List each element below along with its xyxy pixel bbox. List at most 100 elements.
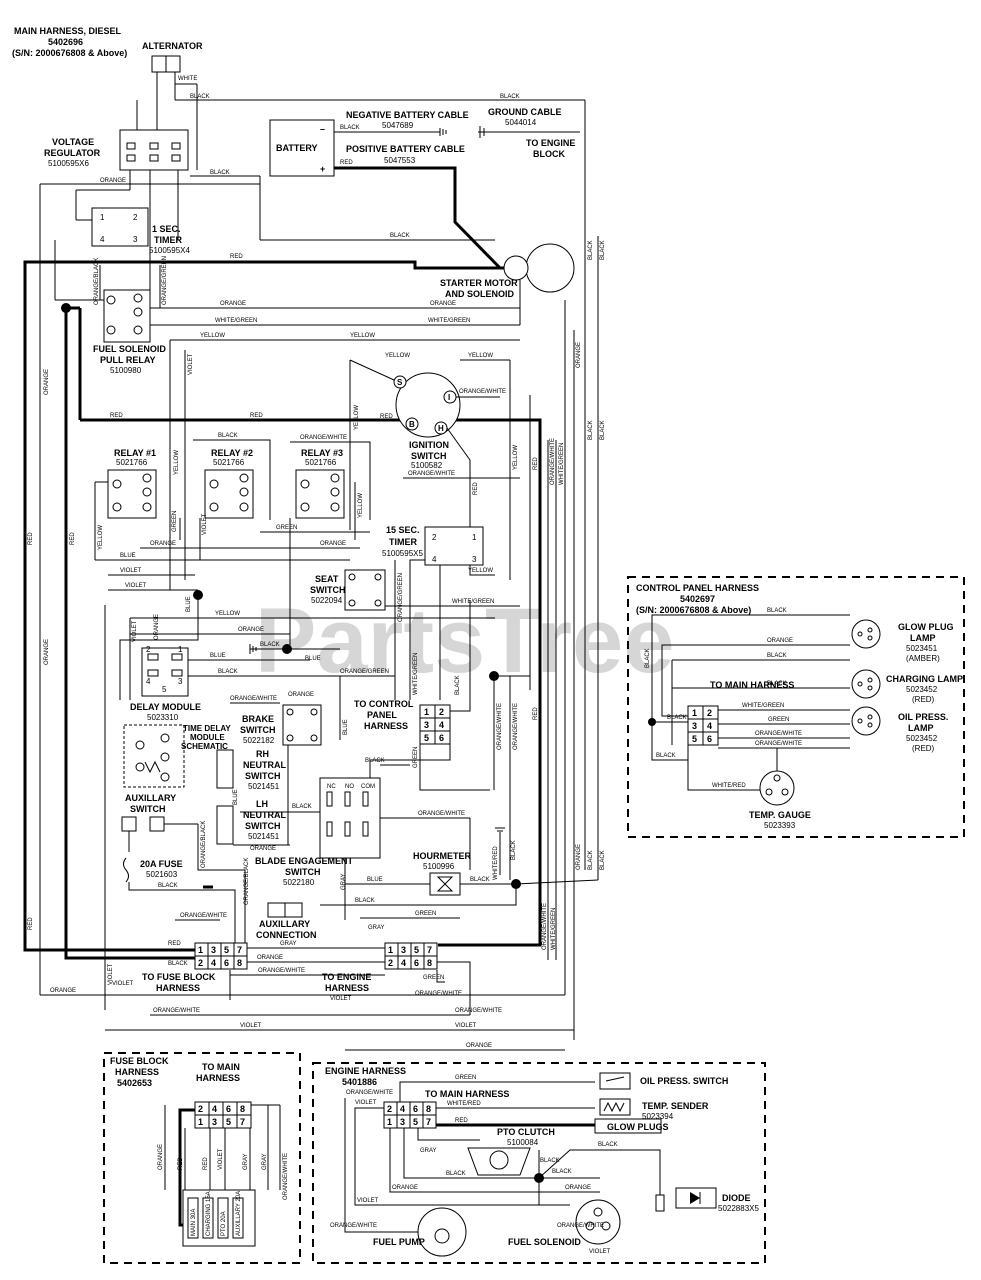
svg-text:2: 2 (146, 645, 151, 654)
svg-text:GREEN: GREEN (172, 511, 178, 532)
svg-text:5: 5 (424, 733, 429, 743)
svg-text:(RED): (RED) (912, 744, 935, 753)
svg-text:FUEL SOLENOID: FUEL SOLENOID (93, 344, 166, 354)
svg-text:ORANGE: ORANGE (288, 692, 314, 698)
svg-text:TO ENGINE: TO ENGINE (526, 138, 575, 148)
battery-label: BATTERY (276, 143, 318, 153)
svg-text:5022182: 5022182 (243, 736, 275, 745)
svg-text:ORANGE/WHITE: ORANGE/WHITE (557, 1223, 604, 1229)
svg-text:3: 3 (692, 721, 697, 731)
svg-text:ORANGE: ORANGE (150, 541, 176, 547)
fuse-block-harness-connector: 2 4 6 8 1 3 5 7 (194, 1101, 252, 1129)
svg-text:ORANGE: ORANGE (576, 342, 582, 368)
svg-text:GRAY: GRAY (280, 941, 297, 947)
svg-text:BLACK: BLACK (500, 94, 520, 100)
svg-text:(AMBER): (AMBER) (906, 654, 940, 663)
charging-lamp (851, 669, 881, 699)
diagram-serial: (S/N: 2000676808 & Above) (12, 48, 127, 58)
svg-text:YELLOW: YELLOW (358, 493, 364, 518)
svg-text:TIME DELAY: TIME DELAY (183, 724, 231, 733)
svg-text:SWITCH: SWITCH (411, 451, 447, 461)
svg-text:5023452: 5023452 (906, 685, 938, 694)
svg-text:BLACK: BLACK (600, 420, 606, 440)
svg-text:RED: RED (203, 1157, 209, 1170)
svg-text:ORANGE: ORANGE (100, 178, 126, 184)
svg-text:AUXILLARY: AUXILLARY (125, 793, 176, 803)
svg-text:LAMP: LAMP (910, 633, 936, 643)
svg-text:BRAKE: BRAKE (242, 714, 274, 724)
timer-1sec (91, 207, 149, 247)
svg-text:HOURMETER: HOURMETER (413, 851, 471, 861)
svg-text:5100084: 5100084 (507, 1138, 539, 1147)
svg-text:ORANGE: ORANGE (576, 844, 582, 870)
svg-text:(S/N: 2000676808 & Above): (S/N: 2000676808 & Above) (636, 605, 751, 615)
svg-text:7: 7 (427, 945, 432, 955)
svg-text:LH: LH (256, 799, 268, 809)
svg-text:BLACK: BLACK (667, 715, 687, 721)
svg-text:DELAY MODULE: DELAY MODULE (130, 702, 201, 712)
svg-text:VIOLET: VIOLET (218, 1148, 224, 1170)
svg-text:YELLOW: YELLOW (200, 333, 225, 339)
aux-switch-right (149, 816, 165, 832)
svg-text:5: 5 (414, 945, 419, 955)
fuel-solenoid (575, 1199, 621, 1245)
svg-text:5021766: 5021766 (305, 458, 337, 467)
oil-press-lamp (851, 706, 881, 736)
diagram-title: MAIN HARNESS, DIESEL (14, 26, 122, 36)
battery (269, 119, 335, 177)
svg-text:GLOW PLUG: GLOW PLUG (898, 622, 954, 632)
svg-text:2: 2 (133, 213, 138, 222)
svg-text:8: 8 (426, 1104, 431, 1114)
svg-text:FUEL SOLENOID: FUEL SOLENOID (508, 1237, 581, 1247)
svg-text:GRAY: GRAY (341, 873, 347, 890)
svg-text:ORANGE/WHITE: ORANGE/WHITE (459, 389, 506, 395)
svg-text:TEMP. GAUGE: TEMP. GAUGE (749, 810, 811, 820)
oil-press-switch (599, 1072, 631, 1090)
svg-text:ORANGE/GREEN: ORANGE/GREEN (162, 256, 168, 305)
svg-text:GRAY: GRAY (420, 1148, 437, 1154)
engine-harness-panel (312, 1062, 766, 1264)
svg-text:YELLOW: YELLOW (174, 450, 180, 475)
fuse-block-harness-panel (103, 1052, 301, 1264)
svg-text:VIOLET: VIOLET (330, 996, 352, 1002)
svg-text:5: 5 (413, 1117, 418, 1127)
svg-text:PTO CLUTCH: PTO CLUTCH (497, 1127, 555, 1137)
svg-text:YELLOW: YELLOW (354, 405, 360, 430)
svg-text:2: 2 (432, 533, 437, 542)
svg-text:5100996: 5100996 (423, 862, 455, 871)
svg-text:TO ENGINE: TO ENGINE (322, 972, 371, 982)
svg-text:5022180: 5022180 (283, 878, 315, 887)
svg-text:1: 1 (387, 1117, 392, 1127)
svg-text:FUEL PUMP: FUEL PUMP (373, 1237, 425, 1247)
svg-text:NC: NC (327, 784, 336, 790)
svg-text:RED: RED (70, 532, 76, 545)
svg-text:VIOLET: VIOLET (455, 1023, 477, 1029)
svg-text:RH: RH (256, 749, 269, 759)
svg-text:5: 5 (226, 1117, 231, 1127)
svg-text:ORANGE/WHITE: ORANGE/WHITE (542, 903, 548, 950)
svg-text:ORANGE: ORANGE (220, 301, 246, 307)
svg-text:BLACK: BLACK (540, 1158, 560, 1164)
time-delay-schematic (123, 724, 185, 788)
svg-text:GLOW PLUGS: GLOW PLUGS (607, 1122, 669, 1132)
svg-text:VIOLET: VIOLET (108, 963, 114, 985)
svg-text:WHITE/GREEN: WHITE/GREEN (428, 318, 470, 324)
fuse-20a (123, 857, 129, 883)
svg-text:YELLOW: YELLOW (468, 568, 493, 574)
svg-text:5100582: 5100582 (411, 461, 443, 470)
svg-text:ORANGE: ORANGE (44, 369, 50, 395)
svg-text:BLACK: BLACK (365, 758, 385, 764)
svg-text:RED: RED (110, 413, 123, 419)
svg-text:SWITCH: SWITCH (130, 804, 166, 814)
svg-text:ORANGE: ORANGE (392, 1185, 418, 1191)
svg-text:RED: RED (380, 414, 393, 420)
svg-text:ORANGE/GREEN: ORANGE/GREEN (398, 573, 404, 622)
svg-text:5023394: 5023394 (642, 1112, 674, 1121)
svg-text:HARNESS: HARNESS (115, 1067, 159, 1077)
svg-text:PTO 20A: PTO 20A (221, 1211, 227, 1236)
glow-plugs (594, 1118, 662, 1134)
svg-text:ORANGE/WHITE: ORANGE/WHITE (418, 811, 465, 817)
svg-text:YELLOW: YELLOW (98, 525, 104, 550)
svg-text:15 SEC.: 15 SEC. (386, 525, 420, 535)
svg-text:ORANGE/WHITE: ORANGE/WHITE (408, 471, 455, 477)
